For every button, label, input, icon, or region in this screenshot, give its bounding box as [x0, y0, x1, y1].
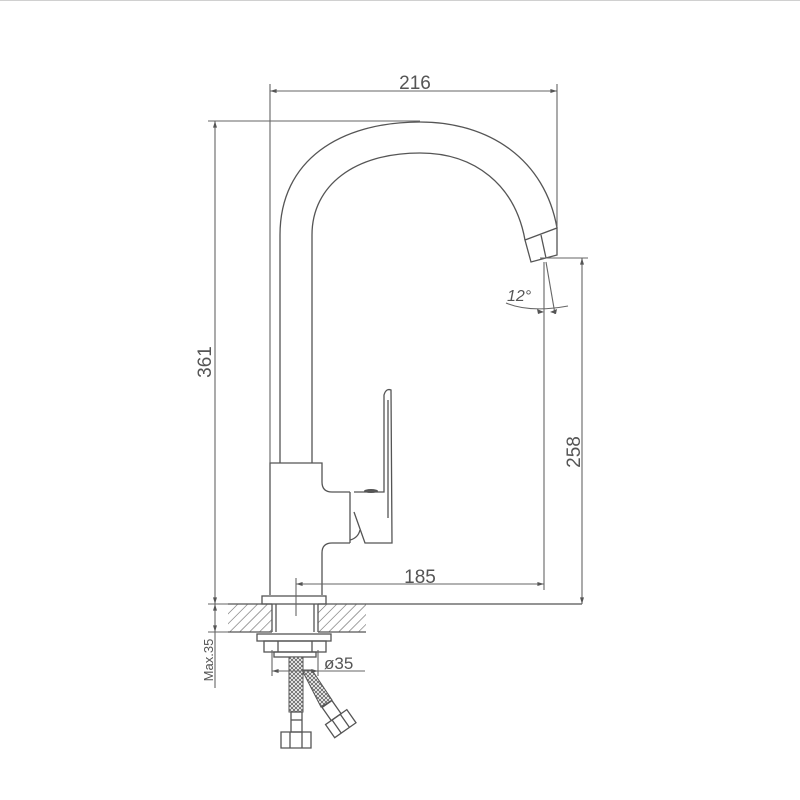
- dimension-label-12deg: 12°: [507, 288, 532, 305]
- faucet-body: [269, 462, 350, 595]
- dimension-label-185: 185: [404, 567, 436, 588]
- dimension-label-max35: Max.35: [201, 639, 216, 682]
- dimension-label-258: 258: [564, 436, 585, 468]
- mounting-flange: [261, 595, 327, 605]
- dimension-258: 258: [540, 257, 588, 604]
- top-border-line: [0, 0, 800, 1]
- dimension-216: 216: [269, 73, 558, 463]
- mounting-nut: [256, 633, 332, 658]
- dimension-label-dia35: ø35: [324, 654, 353, 673]
- dimension-label-361: 361: [195, 346, 216, 378]
- dimension-dia35: ø35: [271, 650, 365, 676]
- handle-pivot: [364, 489, 378, 493]
- dimension-max35: Max.35: [201, 604, 228, 688]
- dimension-angle-12: 12°: [505, 261, 569, 315]
- spout-pipe: [279, 121, 558, 463]
- lever-handle: [349, 388, 393, 544]
- dimension-361: 361: [195, 120, 420, 605]
- countertop-section: [228, 603, 582, 633]
- dimension-185: 185: [295, 262, 545, 616]
- dimension-label-216: 216: [399, 73, 431, 94]
